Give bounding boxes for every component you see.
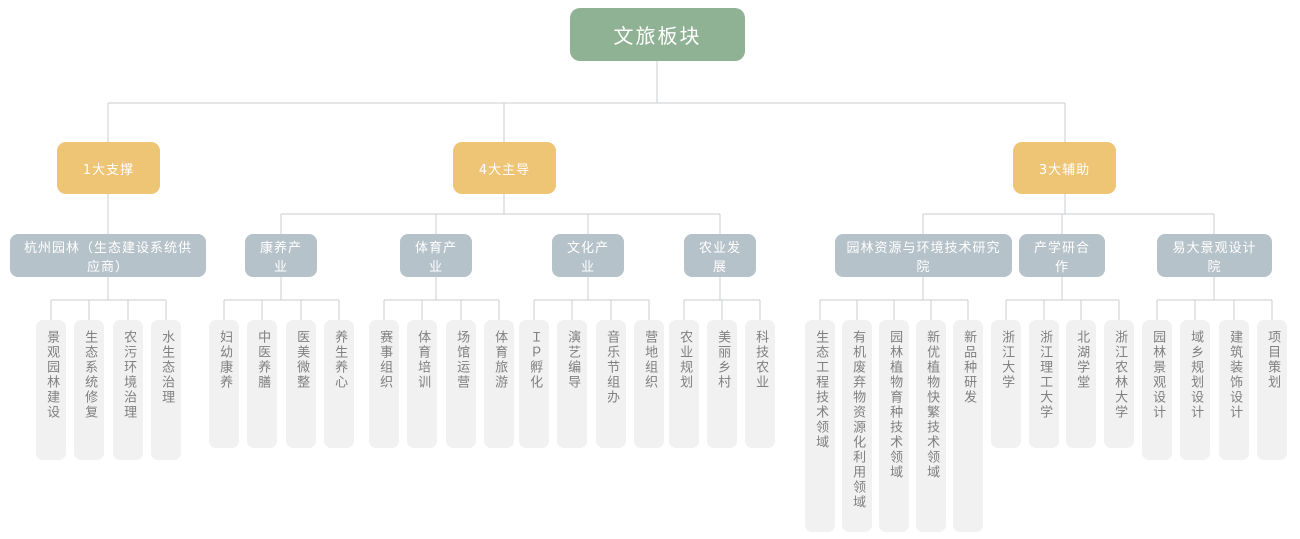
leaf-label-21: 有机废弃物资源化利用领域 [850, 330, 866, 510]
sector-node-industry-academia[interactable]: 产学研合作 [1019, 234, 1105, 277]
leaf-label-2: 生态系统修复 [82, 330, 98, 420]
leaf-node-31[interactable]: 建筑装饰设计 [1219, 320, 1249, 460]
pillar-label-3: 3大辅助 [1038, 162, 1091, 178]
leaf-label-20: 生态工程技术领域 [813, 330, 829, 450]
leaf-label-31: 建筑装饰设计 [1227, 330, 1243, 420]
sector-label-culture: 文化产业 [566, 240, 609, 275]
leaf-label-12: 体育旅游 [492, 330, 508, 390]
sector-label-research-institute: 园林资源与环境技术研究院 [846, 240, 1001, 275]
sector-node-yida-landscape[interactable]: 易大景观设计院 [1157, 234, 1272, 277]
sector-node-agriculture[interactable]: 农业发展 [684, 234, 756, 277]
leaf-label-4: 水生态治理 [159, 330, 175, 405]
sector-label-yida-landscape: 易大景观设计院 [1172, 240, 1257, 275]
leaf-label-25: 浙江大学 [999, 330, 1015, 390]
root-node-label: 文旅板块 [613, 24, 702, 48]
leaf-node-20[interactable]: 生态工程技术领域 [805, 320, 835, 532]
leaf-label-17: 农业规划 [677, 330, 693, 390]
leaf-label-13: Ｉｐ孵化 [527, 330, 543, 390]
pillar-node-3[interactable]: 3大辅助 [1013, 142, 1116, 194]
leaf-node-14[interactable]: 演艺编导 [557, 320, 587, 448]
leaf-node-29[interactable]: 园林景观设计 [1142, 320, 1172, 460]
leaf-node-13[interactable]: Ｉｐ孵化 [519, 320, 549, 448]
pillar-label-1: 1大支撑 [82, 162, 135, 178]
leaf-node-12[interactable]: 体育旅游 [484, 320, 514, 448]
leaf-label-23: 新优植物快繁技术领域 [924, 330, 940, 480]
sector-node-health-wellness[interactable]: 康养产业 [245, 234, 317, 277]
leaf-label-6: 中医养膳 [255, 330, 271, 390]
leaf-label-9: 赛事组织 [377, 330, 393, 390]
leaf-label-26: 浙江理工大学 [1037, 330, 1053, 420]
root-node-cultural-tourism[interactable]: 文旅板块 [570, 8, 745, 61]
leaf-node-27[interactable]: 北湖学堂 [1066, 320, 1096, 448]
leaf-node-6[interactable]: 中医养膳 [247, 320, 277, 448]
leaf-node-30[interactable]: 域乡规划设计 [1180, 320, 1210, 460]
leaf-label-18: 美丽乡村 [715, 330, 731, 390]
leaf-label-14: 演艺编导 [565, 330, 581, 390]
sector-label-sports: 体育产业 [414, 240, 457, 275]
leaf-node-15[interactable]: 音乐节组办 [596, 320, 626, 448]
leaf-node-21[interactable]: 有机废弃物资源化利用领域 [842, 320, 872, 532]
leaf-label-32: 项目策划 [1265, 330, 1281, 390]
leaf-label-27: 北湖学堂 [1074, 330, 1090, 390]
leaf-node-23[interactable]: 新优植物快繁技术领域 [916, 320, 946, 532]
leaf-node-9[interactable]: 赛事组织 [369, 320, 399, 448]
leaf-node-17[interactable]: 农业规划 [669, 320, 699, 448]
sector-label-agriculture: 农业发展 [698, 240, 741, 275]
pillar-node-1[interactable]: 1大支撑 [57, 142, 160, 194]
sector-label-industry-academia: 产学研合作 [1033, 240, 1090, 275]
leaf-label-11: 场馆运营 [454, 330, 470, 390]
leaf-node-22[interactable]: 园林植物育种技术领域 [879, 320, 909, 532]
leaf-node-3[interactable]: 农污环境治理 [113, 320, 143, 460]
leaf-label-15: 音乐节组办 [604, 330, 620, 405]
leaf-node-16[interactable]: 营地组织 [634, 320, 664, 448]
leaf-label-10: 体育培训 [415, 330, 431, 390]
leaf-node-24[interactable]: 新品种研发 [953, 320, 983, 532]
pillar-node-2[interactable]: 4大主导 [453, 142, 556, 194]
leaf-node-10[interactable]: 体育培训 [407, 320, 437, 448]
leaf-label-1: 景观园林建设 [44, 330, 60, 420]
leaf-label-7: 医美微整 [294, 330, 310, 390]
leaf-node-25[interactable]: 浙江大学 [991, 320, 1021, 448]
leaf-node-7[interactable]: 医美微整 [286, 320, 316, 448]
leaf-label-28: 浙江农林大学 [1112, 330, 1128, 420]
sector-label-health-wellness: 康养产业 [259, 240, 302, 275]
sector-node-research-institute[interactable]: 园林资源与环境技术研究院 [835, 234, 1012, 277]
leaf-node-18[interactable]: 美丽乡村 [707, 320, 737, 448]
sector-node-sports[interactable]: 体育产业 [400, 234, 472, 277]
leaf-node-11[interactable]: 场馆运营 [446, 320, 476, 448]
leaf-node-19[interactable]: 科技农业 [745, 320, 775, 448]
leaf-node-2[interactable]: 生态系统修复 [74, 320, 104, 460]
leaf-label-5: 妇幼康养 [217, 330, 233, 390]
leaf-node-32[interactable]: 项目策划 [1257, 320, 1287, 460]
sector-label-hangzhou-gardens: 杭州园林（生态建设系统供应商） [23, 240, 192, 275]
leaf-node-26[interactable]: 浙江理工大学 [1029, 320, 1059, 448]
leaf-label-24: 新品种研发 [961, 330, 977, 405]
leaf-label-30: 域乡规划设计 [1188, 330, 1204, 420]
leaf-node-4[interactable]: 水生态治理 [151, 320, 181, 460]
sector-node-hangzhou-gardens[interactable]: 杭州园林（生态建设系统供应商） [10, 234, 206, 277]
leaf-label-8: 养生养心 [332, 330, 348, 390]
leaf-node-5[interactable]: 妇幼康养 [209, 320, 239, 448]
leaf-node-8[interactable]: 养生养心 [324, 320, 354, 448]
leaf-label-29: 园林景观设计 [1150, 330, 1166, 420]
leaf-label-22: 园林植物育种技术领域 [887, 330, 903, 480]
leaf-label-16: 营地组织 [642, 330, 658, 390]
leaf-node-1[interactable]: 景观园林建设 [36, 320, 66, 460]
leaf-node-28[interactable]: 浙江农林大学 [1104, 320, 1134, 448]
leaf-label-19: 科技农业 [753, 330, 769, 390]
pillar-label-2: 4大主导 [478, 162, 531, 178]
leaf-label-3: 农污环境治理 [121, 330, 137, 420]
sector-node-culture[interactable]: 文化产业 [552, 234, 624, 277]
